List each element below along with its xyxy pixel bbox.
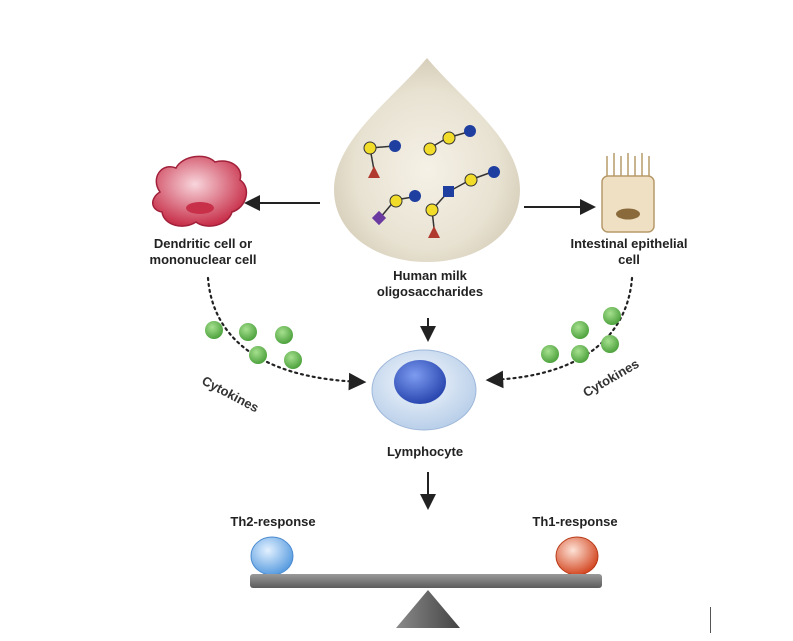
epithelial-label: Intestinal epithelial cell [548, 236, 710, 268]
dendritic-cell-icon [152, 155, 248, 227]
cytokines-left-icon [205, 321, 302, 369]
text-cursor [710, 607, 711, 633]
hmo-label: Human milk oligosaccharides [350, 268, 510, 300]
epithelial-label-line1: Intestinal epithelial [570, 236, 688, 251]
glycan-structures [363, 125, 500, 238]
dendritic-label-line1: Dendritic cell or [153, 236, 253, 251]
hmo-label-line2: oligosaccharides [376, 284, 484, 299]
th2-cell-icon [250, 536, 294, 576]
cytokines-right-icon [541, 307, 621, 363]
th1-cell-icon [555, 536, 599, 576]
th1-label: Th1-response [532, 514, 618, 529]
dendritic-label: Dendritic cell or mononuclear cell [118, 236, 288, 268]
th2-label: Th2-response [230, 514, 316, 529]
hmo-label-line1: Human milk [393, 268, 467, 283]
lymphocyte-icon [371, 349, 477, 431]
balance-scale-icon [250, 574, 602, 628]
lymphocyte-label: Lymphocyte [386, 444, 464, 459]
epithelial-cell-icon [601, 153, 655, 233]
dendritic-label-line2: mononuclear cell [149, 252, 257, 267]
milk-drop-icon [334, 58, 520, 262]
epithelial-label-line2: cell [618, 252, 640, 267]
